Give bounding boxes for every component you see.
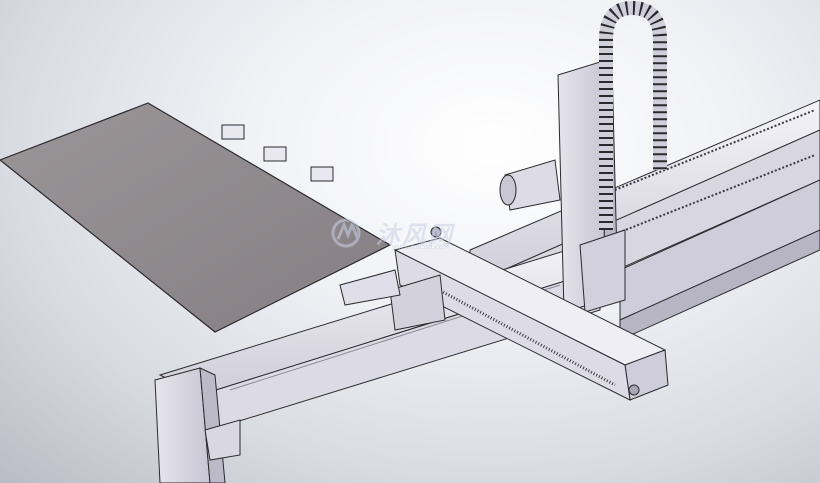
left-column bbox=[154, 367, 241, 483]
site-watermark: 沐风网 www.mfcad.com bbox=[330, 215, 454, 251]
z-column bbox=[557, 61, 626, 313]
work-plate bbox=[0, 102, 392, 333]
watermark-url: www.mfcad.com bbox=[392, 243, 450, 251]
right-beam bbox=[619, 179, 820, 341]
drag-chain bbox=[599, 0, 667, 230]
x-slide-arm bbox=[339, 226, 669, 401]
watermark-text: 沐风网 bbox=[376, 221, 454, 249]
watermark-logo-icon bbox=[331, 218, 361, 247]
clamp-blocks bbox=[221, 124, 334, 182]
servo-motor bbox=[499, 159, 561, 211]
